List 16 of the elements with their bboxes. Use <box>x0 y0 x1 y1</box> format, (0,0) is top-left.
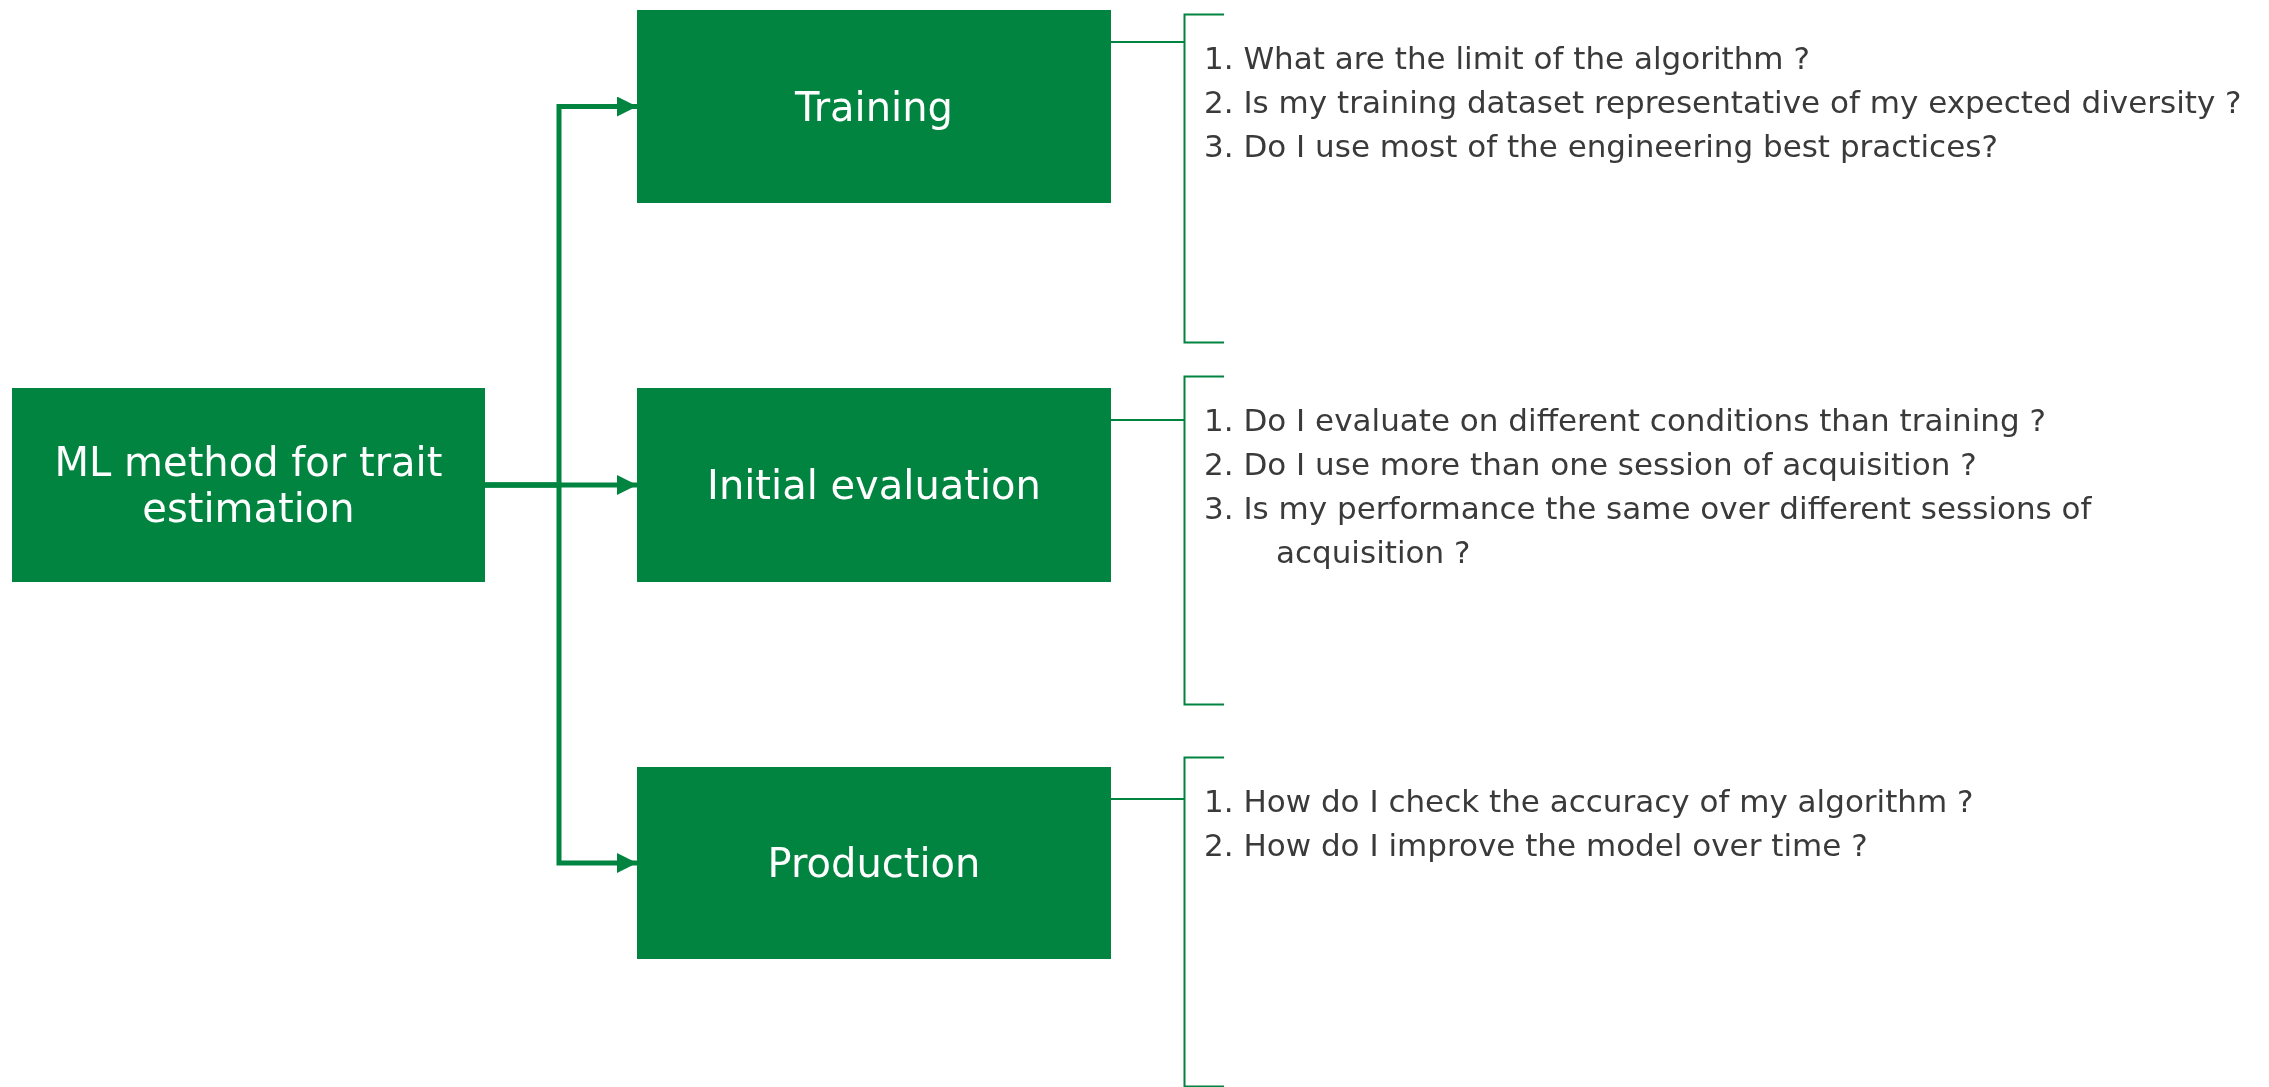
question-text: 3. Is my performance the same over different sessions of acquisition ? <box>1204 489 2093 572</box>
process-box: Initial evaluation <box>637 388 1111 582</box>
process-box: Production <box>637 767 1111 959</box>
question-text: 2. Is my training dataset representative of my expected diversity ? <box>1204 83 2243 122</box>
question-text: 1. Do I evaluate on different conditions than training ? <box>1204 401 2047 440</box>
question-text: 1. How do I check the accuracy of my algorithm ? <box>1204 782 1975 821</box>
question-text: 2. Do I use more than one session of acquisition ? <box>1204 445 1978 484</box>
connector-line <box>1110 419 1185 421</box>
process-box: ML method for trait estimation <box>12 388 485 582</box>
arrow <box>485 482 637 873</box>
connector-line <box>1110 41 1185 43</box>
question-text: 2. How do I improve the model over time ? <box>1204 826 1869 865</box>
question-text: 1. What are the limit of the algorithm ? <box>1204 39 1811 78</box>
question-text: 3. Do I use most of the engineering best practices? <box>1204 127 1999 166</box>
process-box: Training <box>637 10 1111 203</box>
connector-line <box>1110 798 1185 800</box>
